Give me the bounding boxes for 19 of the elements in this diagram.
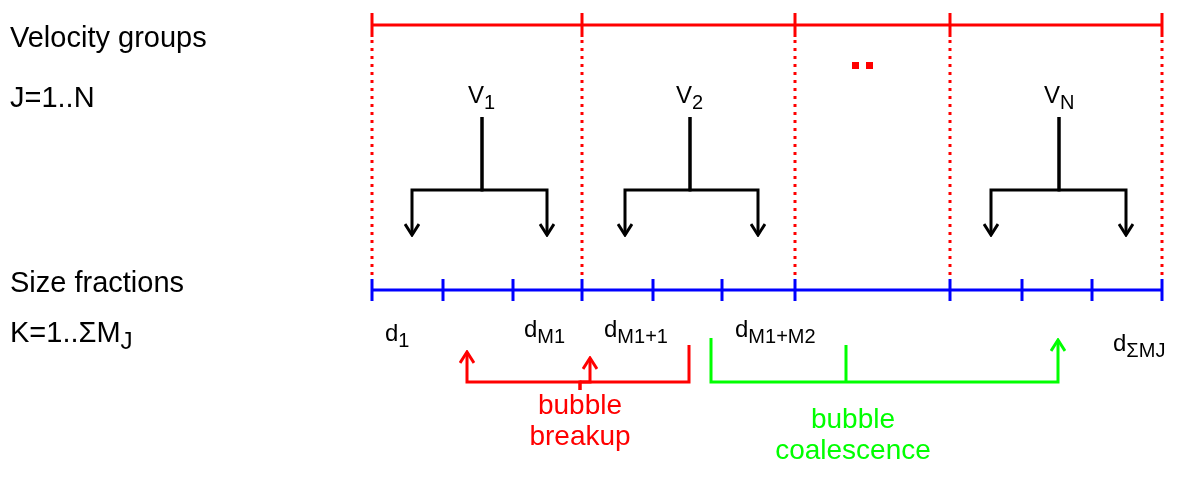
process-label: bubble coalescence [748,404,958,466]
arrow [1057,117,1135,237]
size-label: d$_{ΣMJ}$ [1113,330,1166,361]
size-label: d$_{M1+M2}$ [735,316,816,347]
size-label: d$_{M1}$ [524,316,566,347]
group-label: V$_{N}$ [1044,82,1075,113]
process-label: bubble breakup [510,390,650,452]
axis-title: K=1..ΣM$_{J}$ [10,317,133,355]
arrow [480,117,556,237]
axis-title: Velocity groups [10,22,207,54]
arrow [688,117,767,237]
arrow [578,356,599,390]
group-label: V$_{2}$ [676,82,704,113]
size-label: d$_{M1+1}$ [604,316,668,347]
axis-title: J=1..N [10,82,95,114]
group-label: V$_{1}$ [468,82,496,113]
arrow [709,336,1067,384]
size-label: d$_{1}$ [385,320,410,351]
axis-title: Size fractions [10,267,185,299]
